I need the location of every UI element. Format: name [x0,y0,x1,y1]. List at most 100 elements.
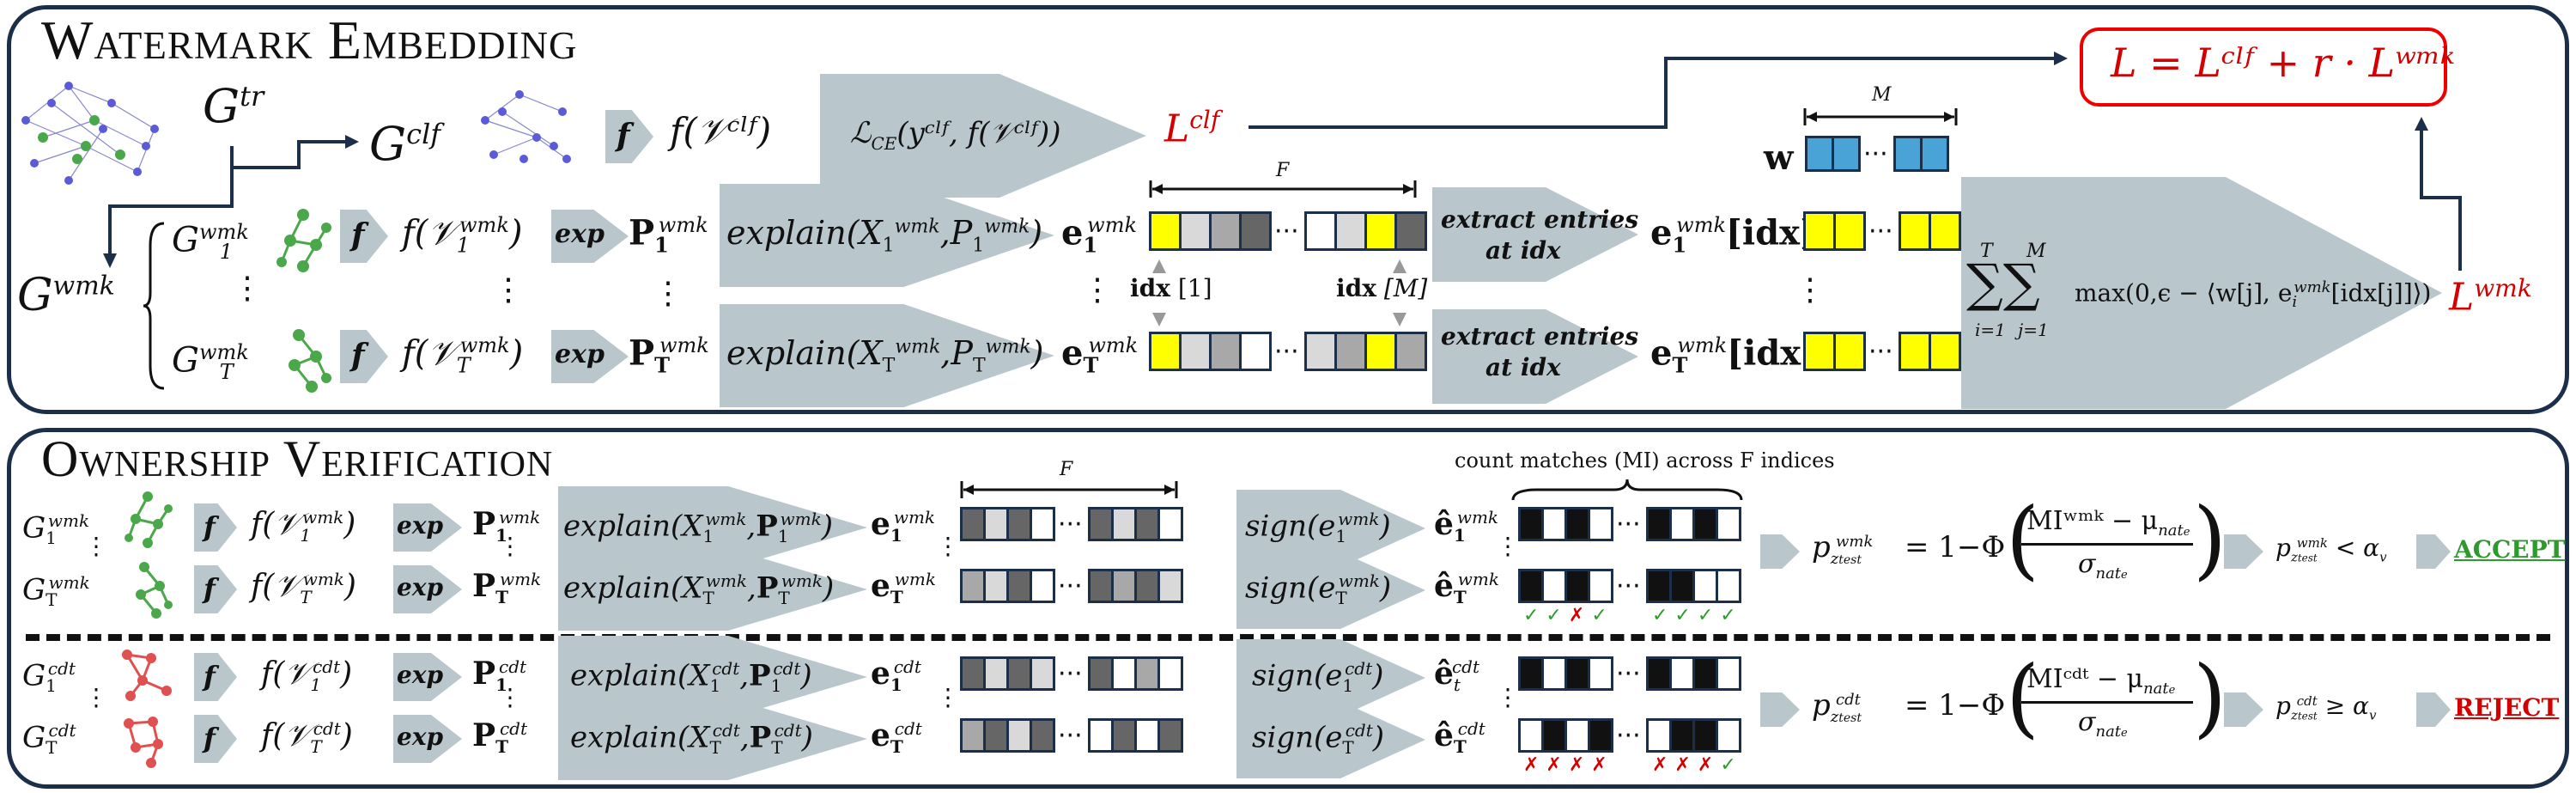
compare-cdt: pztestcdt ≥ αv [2275,692,2377,723]
verif-fV1-wmk: f(𝒱1wmk) [251,507,356,546]
extract-1-line1: extract entries [1441,205,1639,234]
verif-e1-cdt: e1cdt [871,656,921,696]
idx-markers [1152,259,1406,273]
sum-i-lower: i=1 [1975,320,2006,340]
vdots-f: ⋮ [493,272,524,308]
e1-extracted-vector: ··· [1803,211,1961,251]
verif-eT-wmk: eTwmk [871,568,936,608]
L-wmk-label: Lwmk [2449,274,2532,320]
verif-vdots-1: ⋮ [84,532,108,560]
verif-vdots-ehat1: ⋮ [1496,532,1520,560]
GT-wmk-label: GwmkT [172,340,249,385]
verif-ehatt-cdt: êtcdt [1434,656,1479,696]
verif-ehatT-cdt-vector: ··· [1518,718,1741,753]
explain-T: explain(XTwmk,PTwmk) [726,334,1044,377]
verif-checks-cdt: ✗✗✗✗ [1523,754,1614,776]
P1-wmk: P1wmk [629,212,708,258]
sum-M-upper: M [2026,241,2046,262]
verif-PT-cdt: PTcdt [472,717,528,758]
F-bracket-bottom [960,481,1178,498]
verif-vdots-ecdt: ⋮ [936,683,960,711]
vdots-g: ⋮ [232,271,263,306]
eT-extracted-vector: ··· [1803,332,1961,371]
G-clf-label: Gclf [369,117,441,171]
eT-vector: ··· [1149,332,1427,371]
verif-cdt-graph-T [124,717,163,768]
verif-PT-wmk: PTwmk [472,568,542,608]
verif-exp-1: exp [397,511,444,540]
f-label-T: f [351,338,365,374]
verif-vdots-ehatcdt: ⋮ [1496,683,1520,711]
verif-exp-cdtT: exp [397,723,444,751]
verif-vdots-e1: ⋮ [936,532,960,560]
total-loss-formula: L = Lᶜˡᶠ + r · Lʷᵐᵏ [2111,40,2455,86]
verif-ehatT-cdt: êTcdt [1434,717,1485,758]
verif-sign-cdt1: sign(e1cdt) [1252,658,1384,697]
verif-wmk-graph-T [136,562,173,619]
training-graph-icon [21,82,159,185]
verif-exp-T: exp [397,573,444,601]
verif-exp-cdt1: exp [397,661,444,689]
M-bracket [1803,108,1958,125]
sum-symbols: ∑∑ [1966,253,2040,314]
verif-ehat1-wmk-vector: ··· [1518,507,1741,541]
paren-cdt-close: ) [2193,647,2227,747]
G1-wmk-label: Gwmk1 [172,220,249,265]
e1-wmk: e1wmk [1061,212,1137,258]
verif-G1-wmk: G1wmk [22,510,90,549]
w-label: w [1764,137,1794,178]
verif-ehat1-wmk: ê1wmk [1434,506,1499,546]
verif-f-cdtT: f [204,722,216,754]
e1-idx: e1wmk[idx] [1650,212,1816,258]
f-label-1: f [351,217,365,253]
vdots-fv: ⋮ [493,272,524,308]
verif-e1-cdt-vector: ··· [960,656,1183,691]
verif-explain-cdtT: explain(XTcdt,PTcdt) [570,720,813,759]
verif-G1-cdt: G1cdt [22,658,76,697]
sigma-wmk: σnate [2078,549,2128,583]
count-matches-label: count matches (MI) across F indices [1455,448,1835,473]
f-label-clf: f [617,118,630,154]
idx-M: idx [M] [1336,274,1428,302]
verif-explain-1: explain(X1wmk,P1wmk) [563,509,833,547]
reject-label: REJECT [2454,693,2560,722]
verif-wmk-graph-1 [125,491,173,548]
verif-f-1: f [204,510,216,543]
verif-f-T: f [204,572,216,605]
MI-wmk-numerator: MIʷᵐᵏ − μnate [2026,506,2190,540]
verif-explain-cdt1: explain(X1cdt,P1cdt) [570,658,812,697]
verif-checks-wmk-2: ✓✓✓✓ [1652,605,1743,626]
wmk-cdt-divider [26,634,2550,641]
fraction-bar-wmk [2021,543,2193,546]
p-eq-wmk: = 1−Φ [1905,530,2006,564]
fraction-bar-cdt [2021,701,2193,704]
verification-title: Ownership Verification [41,430,554,487]
verif-vdots-cdt: ⋮ [84,683,108,711]
verif-eT-cdt: eTcdt [871,717,922,758]
verif-e1-wmk: e1wmk [871,506,936,546]
verif-P1-cdt: P1cdt [472,656,527,696]
embedding-title: Watermark Embedding [41,9,578,70]
verif-sign-T: sign(eTwmk) [1245,570,1392,609]
eT-idx: eTwmk[idx] [1650,332,1818,378]
F-label-bottom: F [1060,459,1073,480]
verif-ehatT-wmk-vector: ··· [1518,569,1741,603]
e1-vector: ··· [1149,211,1427,251]
f-V-clf: f(𝒱ᶜˡᶠ) [670,110,772,152]
explain-1: explain(X1wmk,P1wmk) [726,214,1043,257]
count-matches-brace [1511,479,1743,501]
vdots-eidx: ⋮ [1795,272,1826,308]
PT-wmk: PTwmk [629,332,709,378]
verif-sign-cdtT: sign(eTcdt) [1252,720,1385,759]
wmk-brace [143,222,165,390]
sum-formula: max(0,ϵ − ⟨w[j], eiwmk[idx[j]]⟩) [2075,278,2432,311]
exp-label-T: exp [555,339,605,369]
G-wmk-label: Gwmk [17,270,115,321]
total-loss-box [2080,27,2447,107]
f-VT-wmk: f(𝒱Twmk) [402,333,524,378]
p-ztest-cdt: pztestcdt [1812,688,1862,726]
sigma-cdt: σnate [2078,707,2128,741]
F-bracket-top [1149,180,1417,198]
F-label-top: F [1276,160,1290,181]
verif-GT-wmk: GTwmk [22,572,90,611]
